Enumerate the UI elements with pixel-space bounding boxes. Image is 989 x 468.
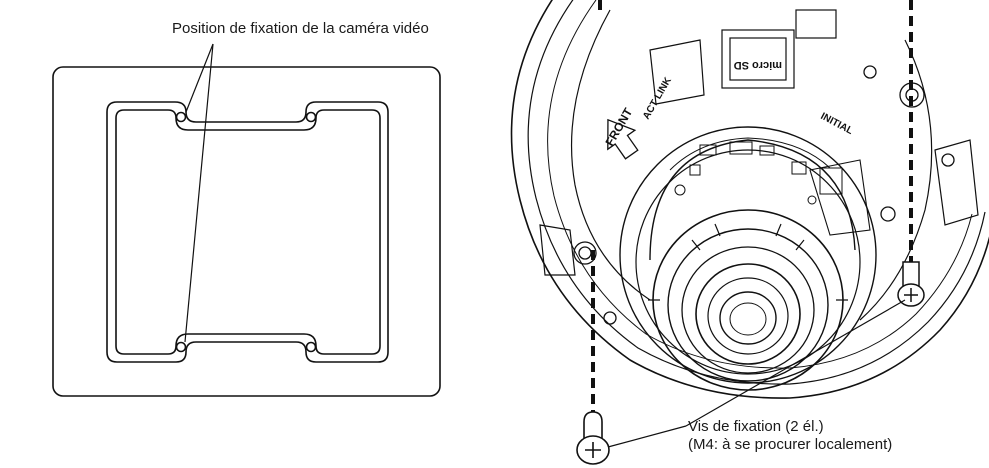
sd-card-slot [649,9,837,105]
screw-leaders [607,299,906,448]
screw-guide-lines [591,0,913,412]
box-outer-contour [106,101,389,363]
mounting-plate [52,66,441,397]
box-inner-contour [115,109,381,355]
mount-position-leaders [184,43,214,343]
front-arrow [607,118,639,160]
installed-screw [897,261,925,307]
shell-outer [510,0,989,399]
fixing-screws-label: Vis de fixation (2 él.) [688,418,824,435]
mount-hole-bottom-right [305,341,317,353]
mount-hole-bottom-left [175,341,187,353]
circuit-board [669,137,843,205]
mount-hole-top-right [305,111,317,123]
fixing-screws-note: (M4: à se procurer localement) [688,436,893,453]
sd-engraving: micro SD [734,59,782,71]
dome-camera [510,0,989,399]
inner-housing [570,9,651,301]
lens-module [619,126,877,391]
mount-position-label: Position de fixation de la caméra vidéo [172,20,429,37]
act-link-engraving: ACT LINK [641,75,674,122]
initial-engraving: INITIAL [819,111,855,137]
loose-screw [576,411,610,465]
plate-outer [52,66,441,397]
mount-hole-top-left [175,111,187,123]
